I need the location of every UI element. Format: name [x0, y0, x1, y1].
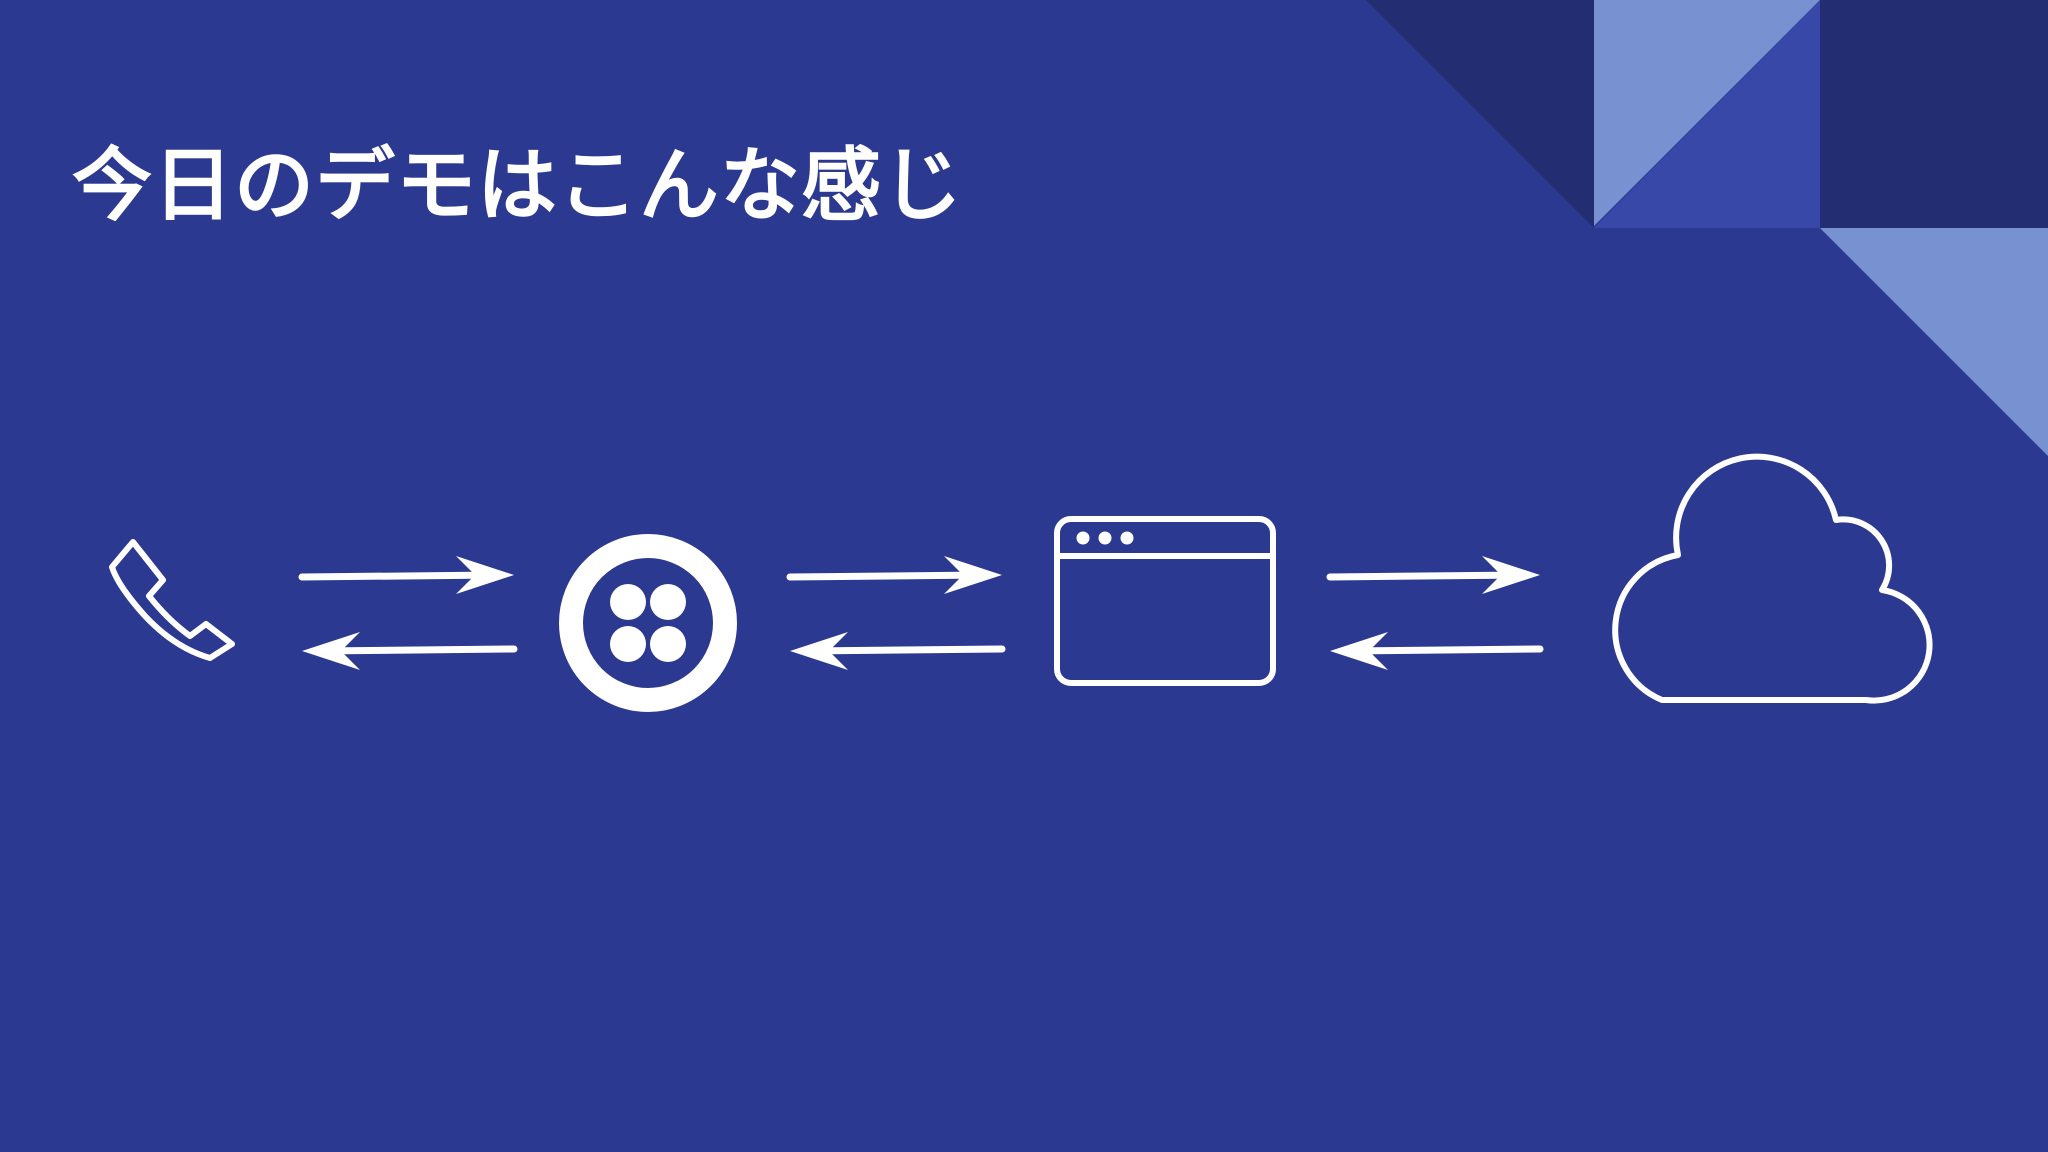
slide-title: 今日のデモはこんな感じ: [72, 139, 963, 232]
arrow-left-twilio-to-phone: [302, 632, 518, 670]
cloud-icon: [1612, 453, 1933, 704]
twilio-ring: [559, 534, 737, 712]
arrow-left-cloud-to-browser: [1330, 632, 1544, 670]
arrow-right-twilio-to-browser: [786, 556, 1002, 594]
twilio-dot: [610, 626, 646, 662]
arrow-right-browser-to-cloud: [1326, 556, 1540, 594]
twilio-dot: [650, 626, 686, 662]
arrowhead-right-icon: [944, 556, 1002, 594]
arrow-shaft: [1326, 571, 1528, 581]
cloud-outline: [1612, 453, 1933, 704]
phone-icon: [109, 539, 235, 661]
arrowhead-left-icon: [302, 632, 360, 670]
deco-dark-block: [1820, 0, 2048, 228]
arrow-shaft: [1342, 645, 1544, 655]
arrow-shaft: [314, 645, 518, 655]
arrow-right-phone-to-twilio: [298, 556, 514, 594]
deco-dark-triangle: [1366, 0, 1594, 228]
browser-dot: [1120, 531, 1134, 545]
arrow-pair-twilio-browser: [786, 556, 1006, 670]
phone-handset: [109, 539, 235, 661]
browser-dot: [1076, 531, 1090, 545]
arrow-shaft: [298, 571, 502, 581]
arrow-pair-phone-twilio: [298, 556, 518, 670]
arrow-shaft: [786, 571, 990, 581]
browser-dot: [1098, 531, 1112, 545]
twilio-dot: [610, 584, 646, 620]
arrowhead-left-icon: [1330, 632, 1388, 670]
arrow-shaft: [802, 645, 1006, 655]
arrowhead-right-icon: [456, 556, 514, 594]
twilio-logo-icon: [559, 534, 737, 712]
deco-light-triangle: [1594, 0, 1820, 226]
deco-mid-triangle: [1594, 0, 1820, 228]
arrowhead-right-icon: [1482, 556, 1540, 594]
arrow-pair-browser-cloud: [1326, 556, 1544, 670]
arrowhead-left-icon: [790, 632, 848, 670]
browser-frame: [1054, 516, 1276, 686]
arrow-left-browser-to-twilio: [790, 632, 1006, 670]
browser-window-icon: [1054, 516, 1276, 686]
twilio-dot: [650, 584, 686, 620]
deco-light-wedge: [1820, 228, 2048, 456]
